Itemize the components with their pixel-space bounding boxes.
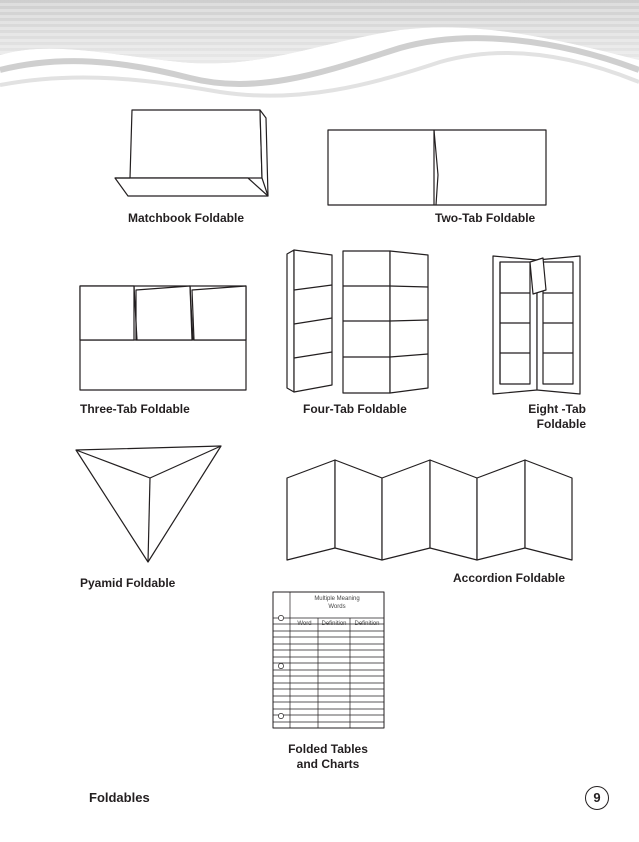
footer-title: Foldables (89, 790, 150, 805)
folded-tables-label-line1: Folded Tables (288, 742, 368, 756)
table-sheet-col-word: Word (297, 621, 312, 627)
pyramid-foldable-label: Pyamid Foldable (80, 576, 176, 590)
table-sheet-col-definition-2: Definition (354, 621, 380, 627)
eight-tab-foldable-label-line2: Foldable (536, 417, 586, 431)
accordion-foldable-drawing (286, 459, 573, 561)
matchbook-foldable-label: Matchbook Foldable (128, 211, 245, 225)
eight-tab-foldable-label-line1: Eight -Tab (528, 402, 586, 416)
three-tab-foldable-label: Three-Tab Foldable (80, 402, 190, 416)
table-sheet-title-line2: Words (328, 604, 346, 610)
four-tab-foldable-drawing (286, 249, 429, 394)
table-sheet-title-line1: Multiple Meaning (314, 596, 360, 602)
page-number-badge: 9 (585, 786, 609, 810)
three-tab-foldable-drawing (79, 285, 247, 391)
header-wave-banner (0, 0, 639, 98)
eight-tab-foldable-drawing (492, 255, 581, 395)
four-tab-foldable-label: Four-Tab Foldable (303, 402, 407, 416)
accordion-foldable-label: Accordion Foldable (453, 571, 566, 585)
folded-tables-label-line2: and Charts (296, 757, 360, 771)
pyramid-foldable-drawing (75, 445, 222, 563)
two-tab-foldable-label: Two-Tab Foldable (435, 211, 536, 225)
table-sheet-col-definition-1: Definition (321, 621, 347, 627)
matchbook-foldable-drawing (114, 109, 269, 197)
folded-table-sheet-drawing (272, 591, 385, 729)
two-tab-foldable-drawing (327, 129, 547, 206)
